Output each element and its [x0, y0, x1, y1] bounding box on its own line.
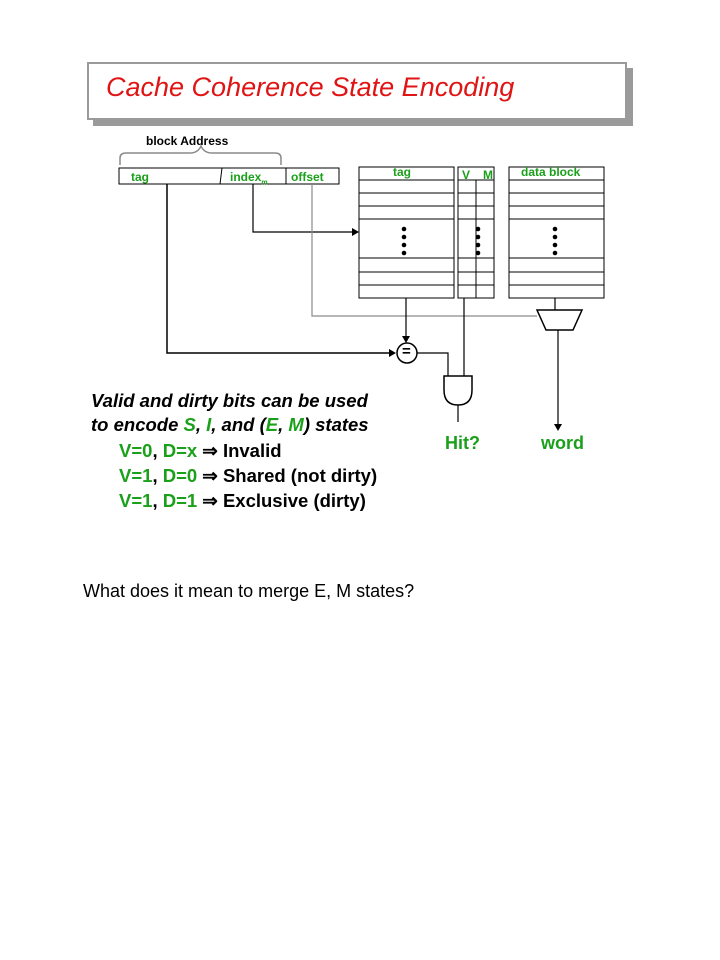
word-arrowhead	[554, 424, 562, 431]
v-bit-header: V	[462, 168, 471, 182]
and-gate	[443, 375, 473, 406]
mux	[535, 309, 584, 331]
address-tag-label: tag	[131, 170, 149, 184]
tag-out-arrowhead	[402, 336, 410, 343]
compare-to-and-wire	[417, 352, 449, 380]
rule-shared: V=1, D=0 ⇒ Shared (not dirty)	[119, 465, 378, 486]
title-box	[87, 62, 627, 120]
block-address-brace	[119, 144, 282, 165]
address-register	[118, 167, 340, 185]
tag-arrowhead	[389, 349, 396, 357]
offset-wire	[311, 184, 537, 317]
word-label: word	[541, 433, 584, 453]
tag-array	[358, 166, 455, 299]
question-text: What does it mean to merge E, M states?	[83, 581, 415, 601]
explanation-line-2: to encode S, I, and (E, M) states	[91, 414, 369, 435]
tag-array-header: tag	[393, 165, 411, 179]
address-offset-label: offset	[291, 170, 324, 184]
index-wire	[252, 184, 352, 233]
m-bit-header: M	[483, 168, 493, 182]
vm-bits-array	[457, 166, 495, 299]
rule-exclusive: V=1, D=1 ⇒ Exclusive (dirty)	[119, 490, 366, 511]
explanation-line-1: Valid and dirty bits can be used	[91, 390, 368, 411]
address-index-label: indexm	[230, 170, 268, 187]
index-divider	[219, 167, 223, 185]
rule-invalid: V=0, D=x ⇒ Invalid	[119, 440, 282, 461]
hit-label: Hit?	[445, 433, 480, 453]
data-block-header: data block	[521, 165, 581, 179]
tag-wire	[166, 184, 389, 354]
block-address-label: block Address	[146, 134, 229, 148]
comparator-label: =	[402, 343, 411, 360]
page-title: Cache Coherence State Encoding	[106, 72, 515, 102]
index-arrowhead	[352, 228, 359, 236]
data-block-array	[508, 166, 605, 299]
